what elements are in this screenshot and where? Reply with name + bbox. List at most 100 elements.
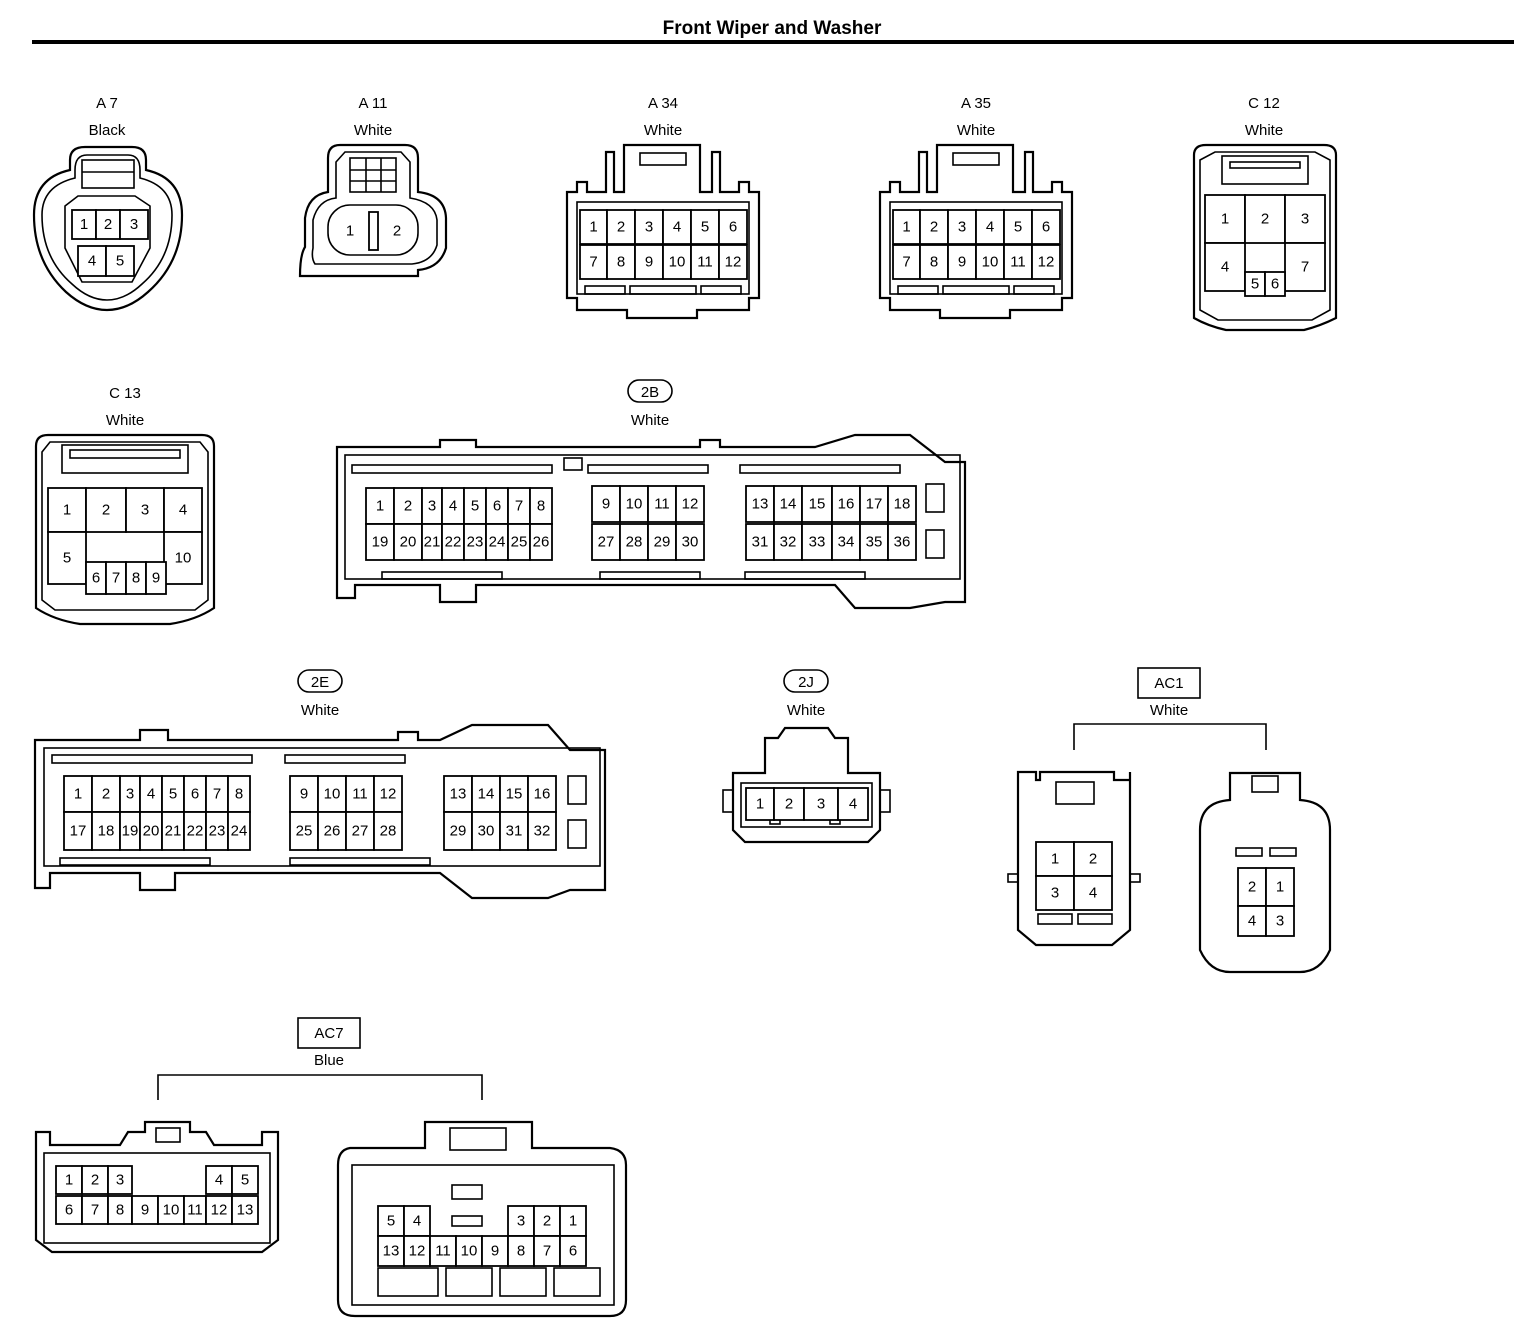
pin-number: 12 bbox=[1038, 254, 1055, 271]
pin-number: 1 bbox=[1221, 211, 1229, 228]
pin-number: 21 bbox=[424, 534, 441, 551]
pin-cavity bbox=[831, 523, 861, 561]
pin-number: 3 bbox=[116, 1172, 124, 1189]
pin-cavity bbox=[47, 487, 87, 533]
pin-number: 10 bbox=[461, 1243, 478, 1260]
pin-number: 2 bbox=[543, 1213, 551, 1230]
pin-number: 36 bbox=[894, 534, 911, 551]
pin-number: 9 bbox=[141, 1202, 149, 1219]
pin-cavity bbox=[559, 1235, 587, 1267]
pin-number: 1 bbox=[63, 502, 71, 519]
pin-number: 12 bbox=[380, 786, 397, 803]
pin-number: 28 bbox=[626, 534, 643, 551]
connector-a7-color: Black bbox=[89, 122, 126, 139]
pin-number: 7 bbox=[543, 1243, 551, 1260]
pin-cavity bbox=[1237, 867, 1267, 907]
pin-number: 10 bbox=[982, 254, 999, 271]
pin-cavity bbox=[1244, 194, 1286, 244]
pin-cavity bbox=[443, 775, 473, 813]
connector-ac1-box bbox=[1137, 667, 1201, 699]
pin-number: 2 bbox=[91, 1172, 99, 1189]
pin-number: 26 bbox=[324, 823, 341, 840]
pin-number: 6 bbox=[1271, 276, 1279, 293]
connector-ac7-code: AC7 bbox=[314, 1025, 343, 1042]
pin-number: 31 bbox=[506, 823, 523, 840]
pin-cavity bbox=[317, 775, 347, 813]
pin-number: 5 bbox=[116, 253, 124, 270]
pin-number: 4 bbox=[179, 502, 187, 519]
pin-number: 24 bbox=[231, 823, 248, 840]
pin-number: 9 bbox=[602, 496, 610, 513]
pin-cavity bbox=[1003, 244, 1033, 280]
pin-cavity bbox=[77, 245, 107, 277]
pin-number: 30 bbox=[682, 534, 699, 551]
pin-number: 13 bbox=[752, 496, 769, 513]
pin-cavity bbox=[773, 523, 803, 561]
pin-number: 3 bbox=[1276, 913, 1284, 930]
pin-number: 12 bbox=[211, 1202, 228, 1219]
pin-cavity bbox=[145, 561, 167, 595]
pin-number: 6 bbox=[569, 1243, 577, 1260]
pin-number: 13 bbox=[237, 1202, 254, 1219]
connector-2b-color: White bbox=[631, 412, 669, 429]
pin-number: 23 bbox=[209, 823, 226, 840]
pin-number: 1 bbox=[65, 1172, 73, 1189]
pin-number: 4 bbox=[413, 1213, 421, 1230]
pin-number: 8 bbox=[537, 498, 545, 515]
connector-c13-code: C 13 bbox=[109, 385, 141, 402]
pin-cavity bbox=[119, 209, 149, 240]
pin-number: 7 bbox=[589, 254, 597, 271]
pin-cavity bbox=[163, 487, 203, 533]
pin-number: 12 bbox=[725, 254, 742, 271]
pin-number: 31 bbox=[752, 534, 769, 551]
pin-cavity bbox=[365, 487, 395, 525]
pin-cavity bbox=[527, 811, 557, 851]
pin-number: 1 bbox=[80, 216, 88, 233]
pin-cavity bbox=[801, 523, 833, 561]
pin-cavity bbox=[205, 1165, 233, 1195]
connector-c12-code: C 12 bbox=[1248, 95, 1280, 112]
connector-a7-code: A 7 bbox=[96, 95, 118, 112]
pin-number: 18 bbox=[98, 823, 115, 840]
pin-cavity bbox=[1204, 242, 1246, 292]
connector-2b-badge bbox=[627, 379, 673, 403]
pin-cavity bbox=[345, 775, 375, 813]
pin-number: 1 bbox=[569, 1213, 577, 1230]
pin-number: 4 bbox=[215, 1172, 223, 1189]
pin-number: 8 bbox=[930, 254, 938, 271]
pin-number: 33 bbox=[809, 534, 826, 551]
pin-cavity bbox=[1073, 875, 1113, 911]
pin-number: 3 bbox=[141, 502, 149, 519]
pin-cavity bbox=[47, 531, 87, 585]
pin-number: 12 bbox=[682, 496, 699, 513]
pin-number: 7 bbox=[91, 1202, 99, 1219]
pin-cavity bbox=[403, 1205, 431, 1237]
pin-number: 20 bbox=[400, 534, 417, 551]
connector-a11-color: White bbox=[354, 122, 392, 139]
pin-cavity bbox=[105, 245, 135, 277]
pin-cavity bbox=[919, 244, 949, 280]
pin-cavity bbox=[499, 811, 529, 851]
pin-number: 32 bbox=[534, 823, 551, 840]
pin-number: 1 bbox=[756, 796, 764, 813]
pin-number: 5 bbox=[1014, 219, 1022, 236]
pin-number: 10 bbox=[175, 550, 192, 567]
pin-cavity bbox=[892, 244, 921, 280]
pin-cavity bbox=[63, 811, 93, 851]
pin-number: 2 bbox=[1261, 211, 1269, 228]
pin-number: 6 bbox=[191, 786, 199, 803]
pin-cavity bbox=[157, 1195, 185, 1225]
pin-cavity bbox=[591, 485, 621, 523]
pin-cavity bbox=[887, 485, 917, 523]
pin-cavity bbox=[377, 1235, 405, 1267]
